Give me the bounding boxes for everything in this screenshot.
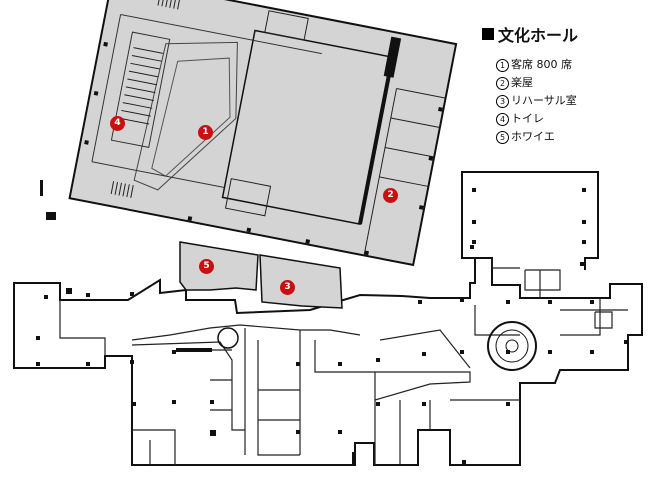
marker-foyer: 5	[199, 259, 214, 274]
marker-toilet: 4	[110, 116, 125, 131]
legend-title: 文化ホール	[482, 22, 578, 46]
legend-number-4: 4	[496, 112, 509, 126]
spiral-stair	[217, 321, 537, 371]
marker-auditorium: 1	[198, 125, 213, 140]
legend-number-2: 2	[496, 76, 509, 90]
legend-label-1: 客席 800 席	[511, 58, 572, 71]
upper-columns	[40, 180, 72, 294]
marker-dressing-room: 2	[383, 188, 398, 203]
legend-label-5: ホワイエ	[511, 130, 555, 143]
legend-number-3: 3	[496, 94, 509, 108]
right-tower	[461, 171, 599, 270]
lower-building	[13, 257, 643, 466]
lower-columns	[36, 245, 628, 464]
legend-label-2: 楽屋	[511, 76, 533, 89]
legend-square-icon	[482, 28, 494, 40]
marker-rehearsal-room: 3	[280, 280, 295, 295]
legend-number-5: 5	[496, 130, 509, 144]
lower-inner-walls	[59, 258, 628, 465]
foyer-zone	[179, 241, 343, 309]
legend-label-4: トイレ	[511, 112, 544, 125]
tower-columns	[472, 188, 586, 244]
legend-title-text: 文化ホール	[498, 26, 579, 45]
legend-label-3: リハーサル室	[511, 94, 577, 107]
hall-block	[68, 0, 458, 267]
legend-number-1: 1	[496, 58, 509, 72]
